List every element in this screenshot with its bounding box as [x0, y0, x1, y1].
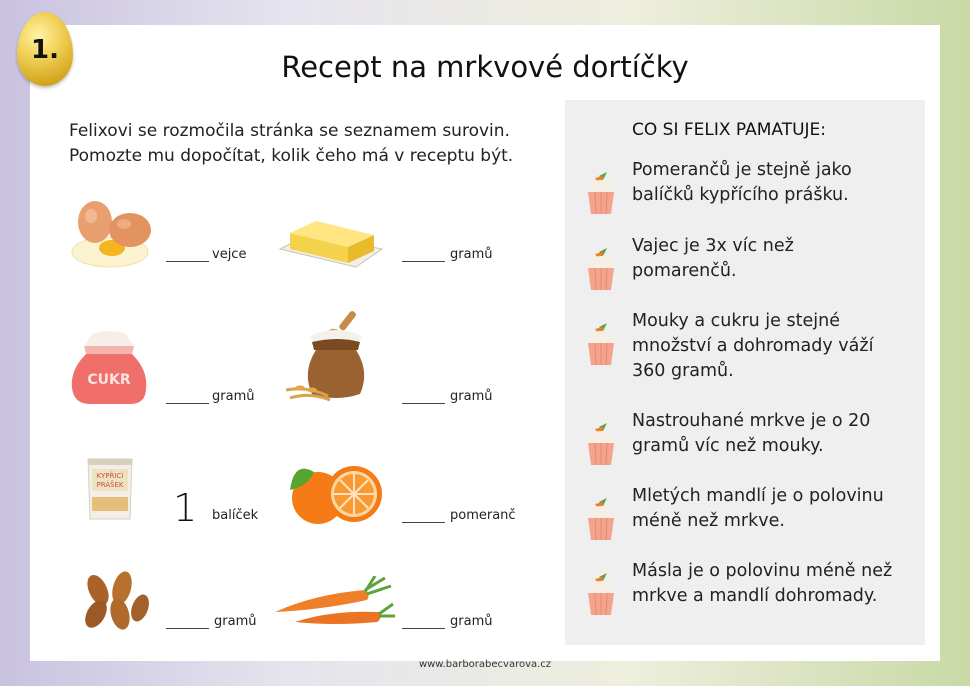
unit-flour: gramů: [450, 389, 493, 404]
cupcake-icon: [588, 323, 614, 366]
answer-line-butter[interactable]: [402, 260, 445, 262]
clue-3-line-1: Mouky a cukru je stejné: [632, 311, 840, 331]
sugar-bag-label: CUKR: [87, 372, 130, 388]
answer-line-orange[interactable]: [402, 521, 445, 523]
baking-powder-icon: KYPŘICÍ PRÁŠEK: [84, 455, 136, 527]
clue-6-line-1: Másla je o polovinu méně než: [632, 561, 893, 581]
clues-panel: [565, 100, 925, 645]
unit-almonds: gramů: [214, 614, 257, 629]
unit-carrots: gramů: [450, 614, 493, 629]
eggs-icon: [70, 198, 155, 274]
cupcake-icon: [588, 423, 614, 466]
unit-eggs: vejce: [212, 247, 247, 262]
footer-url[interactable]: www.barborabecvarova.cz: [418, 659, 552, 670]
clue-4-line-1: Nastrouhané mrkve je o 20: [632, 411, 871, 431]
cupcake-icon: [588, 172, 614, 215]
unit-sugar: gramů: [212, 389, 255, 404]
clue-5-line-1: Mletých mandlí je o polovinu: [632, 486, 884, 506]
intro-line-2: Pomozte mu dopočítat, kolik čeho má v re…: [69, 146, 514, 166]
clue-3-line-3: 360 gramů.: [632, 361, 734, 381]
baking-powder-label-1: KYPŘICÍ: [97, 471, 124, 480]
orange-icon: [288, 460, 384, 530]
cupcake-icon: [588, 573, 614, 616]
answer-line-flour[interactable]: [402, 402, 445, 404]
baking-powder-value: 1: [173, 486, 198, 530]
clue-3-line-2: množství a dohromady váží: [632, 336, 874, 356]
clues-panel-title: CO SI FELIX PAMATUJE:: [632, 120, 826, 140]
answer-line-eggs[interactable]: [166, 260, 209, 262]
cupcake-icon: [588, 498, 614, 541]
golden-egg-badge: 1.: [17, 12, 73, 86]
butter-icon: [278, 205, 384, 275]
answer-line-sugar[interactable]: [166, 402, 209, 404]
badge-number: 1.: [31, 35, 59, 65]
unit-baking-powder: balíček: [212, 508, 259, 523]
clue-1-line-2: balíčků kypřícího prášku.: [632, 185, 849, 205]
intro-line-1: Felixovi se rozmočila stránka se sezname…: [69, 121, 510, 141]
cupcake-icon: [588, 248, 614, 291]
almonds-icon: [80, 568, 150, 636]
clue-2-line-1: Vajec je 3x víc než: [632, 236, 794, 256]
intro-text: Felixovi se rozmočila stránka se sezname…: [69, 119, 513, 169]
unit-butter: gramů: [450, 247, 493, 262]
unit-orange: pomeranč: [450, 508, 516, 523]
flour-sack-icon: [285, 306, 376, 410]
clue-1-line-1: Pomerančů je stejně jako: [632, 160, 852, 180]
sugar-bag-icon: CUKR: [68, 330, 150, 410]
clue-6-line-2: mrkve a mandlí dohromady.: [632, 586, 878, 606]
answer-line-carrots[interactable]: [402, 627, 445, 629]
clue-5-line-2: méně než mrkve.: [632, 511, 785, 531]
baking-powder-label-2: PRÁŠEK: [96, 480, 123, 489]
answer-line-almonds[interactable]: [166, 627, 209, 629]
page-title: Recept na mrkvové dortíčky: [281, 50, 689, 84]
carrots-icon: [275, 575, 395, 634]
clue-2-line-2: pomarenčů.: [632, 261, 737, 281]
clue-4-line-2: gramů víc než mouky.: [632, 436, 824, 456]
